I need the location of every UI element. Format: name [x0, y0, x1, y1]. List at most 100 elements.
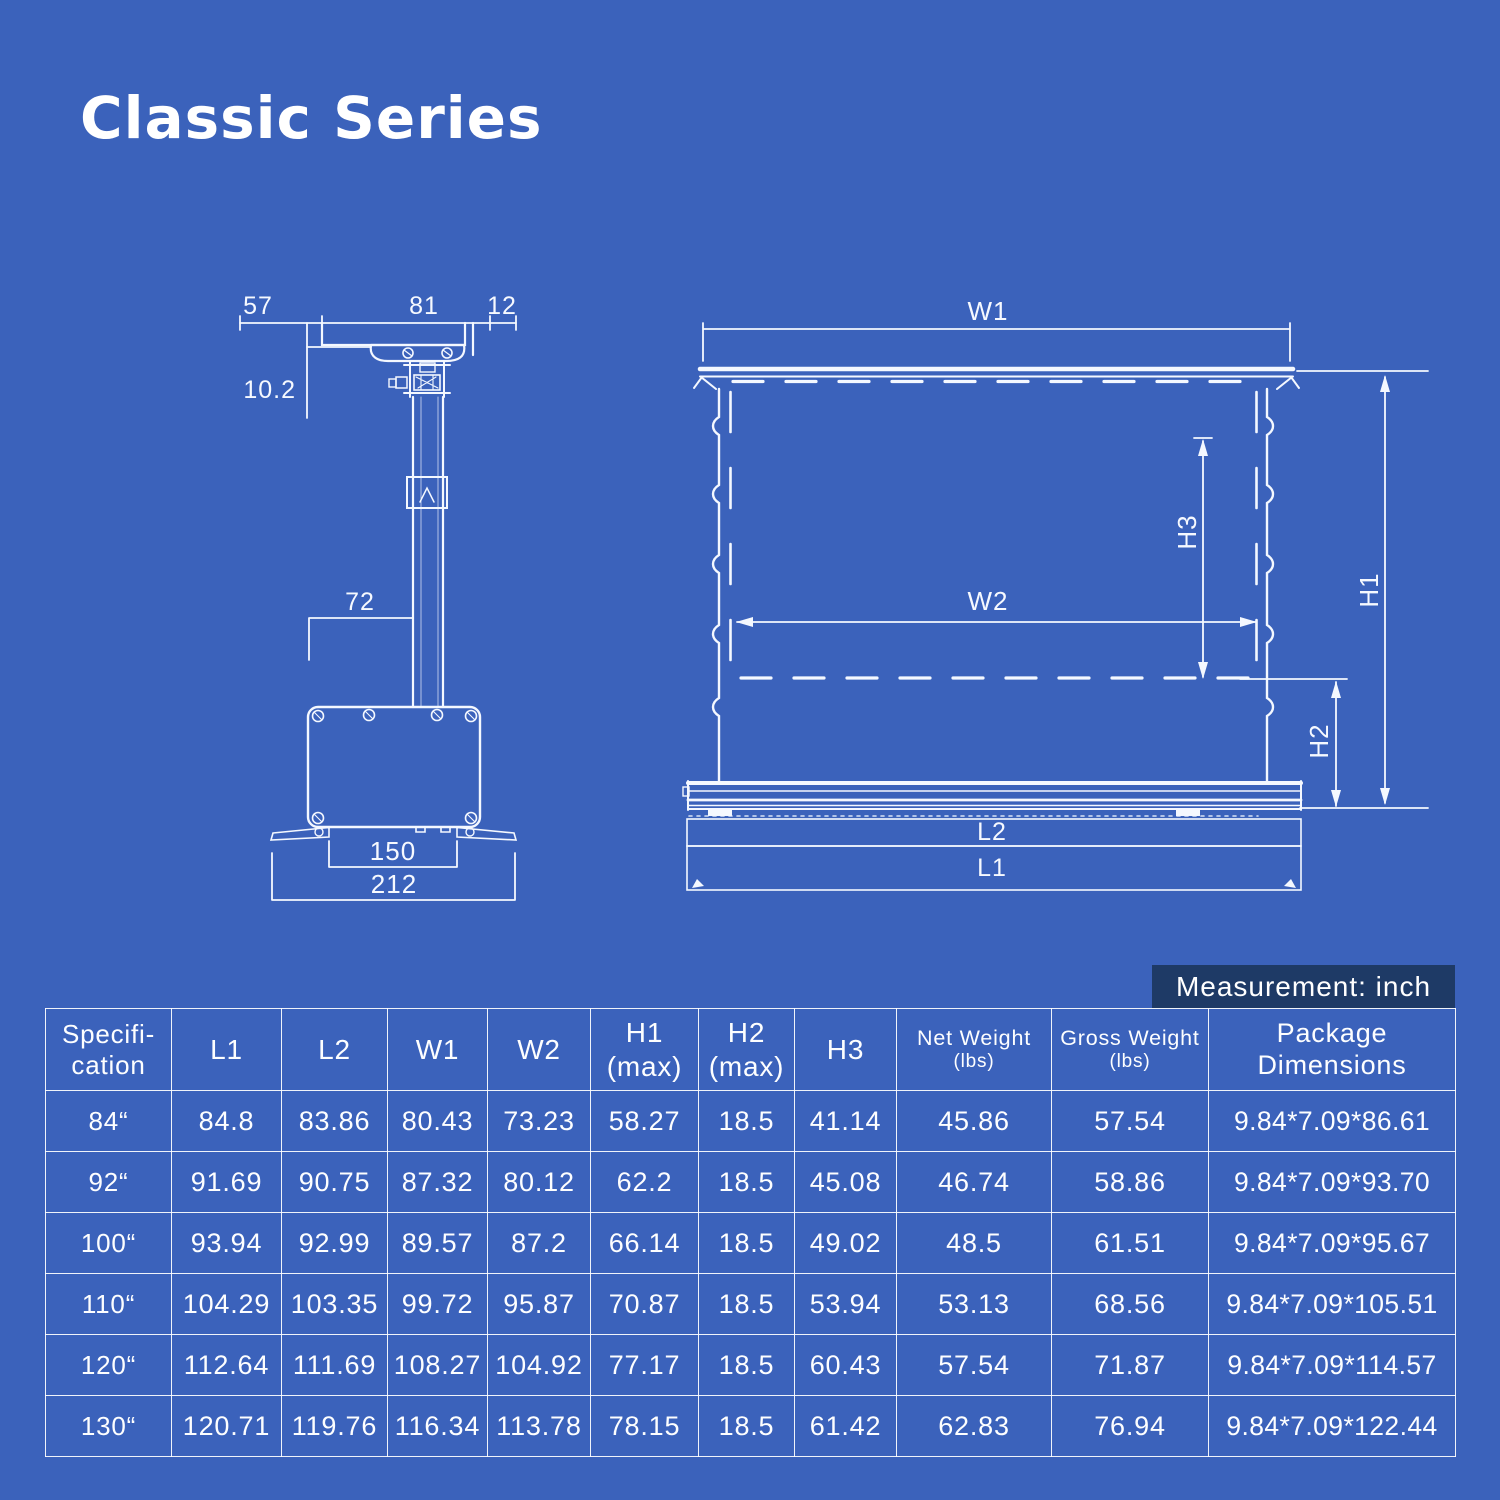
value-cell: 70.87: [590, 1273, 699, 1335]
value-cell: 87.2: [487, 1212, 591, 1274]
dim-label-212: 212: [371, 869, 417, 899]
value-cell: 76.94: [1051, 1395, 1209, 1457]
value-cell: 89.57: [387, 1212, 488, 1274]
value-cell: 78.15: [590, 1395, 699, 1457]
value-cell: 9.84*7.09*95.67: [1208, 1212, 1456, 1274]
value-cell: 18.5: [698, 1090, 795, 1152]
value-cell: 104.29: [171, 1273, 282, 1335]
value-cell: 66.14: [590, 1212, 699, 1274]
dim-label-w2: W2: [968, 586, 1009, 616]
motor-box-screws: [311, 708, 478, 825]
front-view-structure: [682, 366, 1303, 891]
value-cell: 53.13: [896, 1273, 1052, 1335]
value-cell: 108.27: [387, 1334, 488, 1396]
value-cell: 92.99: [281, 1212, 388, 1274]
value-cell: 99.72: [387, 1273, 488, 1335]
value-cell: 80.12: [487, 1151, 591, 1213]
value-cell: 9.84*7.09*122.44: [1208, 1395, 1456, 1457]
value-cell: 18.5: [698, 1395, 795, 1457]
value-cell: 87.32: [387, 1151, 488, 1213]
value-cell: 60.43: [794, 1334, 897, 1396]
dim-label-12: 12: [487, 292, 517, 320]
header-cell-2: L2: [281, 1008, 388, 1091]
front-view-diagram: W1 W2 H3 H1 H2 L2 L1: [682, 296, 1429, 891]
dim-label-10-2: 10.2: [243, 376, 296, 404]
dim-label-w1: W1: [968, 296, 1009, 326]
value-cell: 45.86: [896, 1090, 1052, 1152]
header-cell-6: H2(max): [698, 1008, 795, 1091]
value-cell: 61.42: [794, 1395, 897, 1457]
header-cell-7: H3: [794, 1008, 897, 1091]
value-cell: 18.5: [698, 1151, 795, 1213]
value-cell: 71.87: [1051, 1334, 1209, 1396]
value-cell: 49.02: [794, 1212, 897, 1274]
value-cell: 53.94: [794, 1273, 897, 1335]
value-cell: 57.54: [1051, 1090, 1209, 1152]
value-cell: 62.2: [590, 1151, 699, 1213]
value-cell: 9.84*7.09*93.70: [1208, 1151, 1456, 1213]
spec-cell: 110“: [45, 1273, 172, 1335]
dim-label-l2: L2: [977, 818, 1007, 846]
value-cell: 103.35: [281, 1273, 388, 1335]
header-cell-0: Specifi-cation: [45, 1008, 172, 1091]
value-cell: 9.84*7.09*105.51: [1208, 1273, 1456, 1335]
side-view-structure: [269, 321, 518, 841]
measurement-unit-badge: Measurement: inch: [1152, 965, 1455, 1008]
value-cell: 83.86: [281, 1090, 388, 1152]
value-cell: 91.69: [171, 1151, 282, 1213]
page-title: Classic Series: [80, 84, 543, 152]
value-cell: 80.43: [387, 1090, 488, 1152]
value-cell: 68.56: [1051, 1273, 1209, 1335]
dim-label-150: 150: [370, 836, 416, 866]
header-cell-3: W1: [387, 1008, 488, 1091]
side-view-labels: 57 81 12 10.2 72 150 212: [243, 292, 517, 899]
header-cell-4: W2: [487, 1008, 591, 1091]
value-cell: 57.54: [896, 1334, 1052, 1396]
spec-cell: 120“: [45, 1334, 172, 1396]
value-cell: 45.08: [794, 1151, 897, 1213]
value-cell: 113.78: [487, 1395, 591, 1457]
dim-label-l1: L1: [977, 854, 1007, 882]
value-cell: 58.27: [590, 1090, 699, 1152]
value-cell: 77.17: [590, 1334, 699, 1396]
value-cell: 9.84*7.09*114.57: [1208, 1334, 1456, 1396]
dim-label-72: 72: [345, 588, 375, 616]
value-cell: 111.69: [281, 1334, 388, 1396]
value-cell: 48.5: [896, 1212, 1052, 1274]
value-cell: 18.5: [698, 1212, 795, 1274]
value-cell: 18.5: [698, 1273, 795, 1335]
front-view-labels: W1 W2 H3 H1 H2 L2 L1: [968, 296, 1385, 882]
side-view-diagram: 57 81 12 10.2 72 150 212: [239, 292, 518, 901]
header-cell-1: L1: [171, 1008, 282, 1091]
value-cell: 73.23: [487, 1090, 591, 1152]
value-cell: 58.86: [1051, 1151, 1209, 1213]
value-cell: 61.51: [1051, 1212, 1209, 1274]
value-cell: 95.87: [487, 1273, 591, 1335]
spec-cell: 92“: [45, 1151, 172, 1213]
front-view-arrowheads: [692, 375, 1390, 888]
front-view-dimension-lines: [702, 322, 1429, 809]
spec-cell: 84“: [45, 1090, 172, 1152]
value-cell: 112.64: [171, 1334, 282, 1396]
value-cell: 84.8: [171, 1090, 282, 1152]
value-cell: 104.92: [487, 1334, 591, 1396]
value-cell: 9.84*7.09*86.61: [1208, 1090, 1456, 1152]
dim-label-57: 57: [243, 292, 273, 320]
value-cell: 46.74: [896, 1151, 1052, 1213]
screen-housing: [682, 780, 1303, 816]
value-cell: 90.75: [281, 1151, 388, 1213]
value-cell: 93.94: [171, 1212, 282, 1274]
spec-cell: 100“: [45, 1212, 172, 1274]
value-cell: 41.14: [794, 1090, 897, 1152]
dim-label-h2: H2: [1304, 723, 1334, 758]
